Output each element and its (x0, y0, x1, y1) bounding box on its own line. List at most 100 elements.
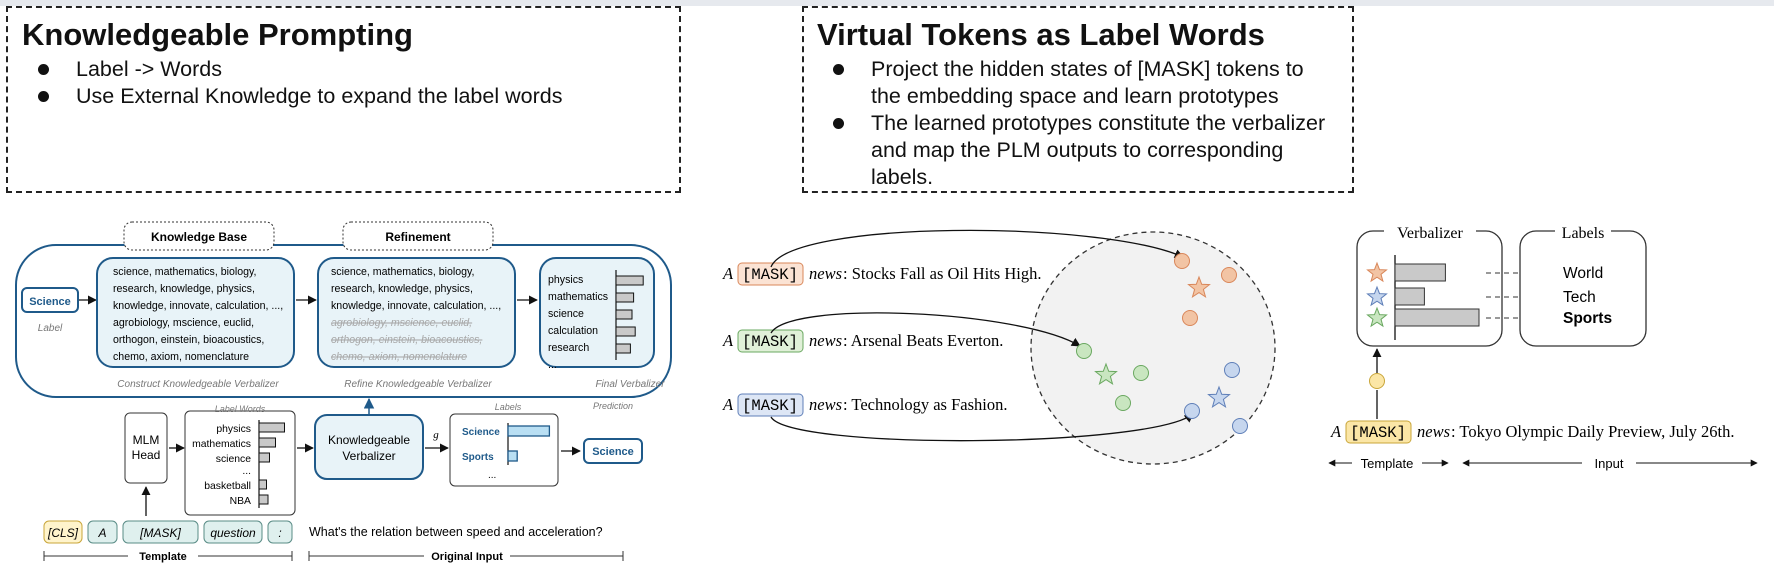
construct-word-line: research, knowledge, physics, (113, 283, 255, 295)
green-cluster (1076, 343, 1149, 411)
kpt-template-caption: Template (139, 551, 186, 563)
kpt-input-text: What's the relation between speed and ac… (309, 525, 603, 539)
label-word-bar (258, 422, 285, 433)
label-word: science (216, 454, 251, 465)
labels-box (449, 413, 559, 487)
final-word: ... (548, 359, 557, 371)
knowledgeable-prompting-bullets: Label -> Words Use External Knowledge to… (22, 56, 679, 110)
label-caption: Label (38, 323, 63, 334)
verbalizer-bar (1394, 263, 1446, 282)
final-bar (615, 275, 644, 286)
label-words-box (184, 410, 296, 516)
mlm-head-box (124, 412, 168, 484)
construct-word-line: knowledge, innovate, calculation, ..., (113, 300, 283, 312)
bullet-icon (833, 64, 844, 75)
template-token: question (210, 526, 256, 540)
knowledgeable-verbalizer-box (314, 414, 424, 480)
mask-token-box (737, 262, 804, 286)
labels-title-gap (1555, 222, 1611, 240)
blue-point (1184, 403, 1200, 419)
mask-token-box (1345, 420, 1412, 444)
mask-token: [MASK] (742, 333, 798, 351)
mlm-head-label: Head (132, 448, 161, 462)
bullet-item: Use External Knowledge to expand the lab… (22, 83, 679, 110)
knowledge-base-box (123, 221, 275, 251)
construct-word-line: agrobiology, mscience, euclid, (113, 317, 254, 329)
labels-caption: Labels (495, 402, 522, 412)
template-tokens: [CLS]A[MASK]question: (43, 520, 293, 544)
sentence-text: : Arsenal Beats Everton. (843, 331, 1003, 350)
brace-gap (424, 549, 510, 563)
label-word-bar (258, 437, 276, 448)
blue-point (1232, 418, 1248, 434)
label-word: physics (216, 424, 251, 435)
mask-token: [MASK] (1350, 424, 1406, 442)
span-gap (1352, 455, 1422, 471)
sentence-article: A (722, 264, 734, 283)
query-point (1369, 373, 1385, 389)
blue-point (1224, 362, 1240, 378)
refine-caption: Refine Knowledgeable Verbalizer (344, 379, 492, 390)
final-word: science (548, 308, 584, 320)
green-point (1115, 395, 1131, 411)
arrow (770, 413, 1194, 442)
green-point (1076, 343, 1092, 359)
refinement-label: Refinement (385, 230, 450, 244)
refine-struck-line: agrobiology, mscience, euclid, (331, 317, 472, 329)
kpt-label-bar (507, 425, 551, 437)
mask-token-box (737, 393, 804, 417)
sentence-article: A (722, 395, 734, 414)
sentence-article: A (722, 331, 734, 350)
refine-word-line: science, mathematics, biology, (331, 266, 474, 278)
final-words: physicsmathematicssciencecalculationrese… (548, 270, 644, 371)
final-word: physics (548, 274, 583, 286)
prediction-caption: Prediction (593, 401, 633, 411)
verbalizer-title-gap (1384, 222, 1476, 240)
construct-word-line: orthogon, einstein, bioacoustics, (113, 334, 264, 346)
kpt-label-bar (507, 450, 518, 462)
top-band (0, 0, 1774, 6)
refinement-box (342, 221, 494, 251)
virtual-tokens-bullets: Project the hidden states of [MASK] toke… (817, 56, 1352, 191)
kv-label: Verbalizer (342, 449, 395, 463)
prediction-chip (583, 438, 643, 464)
proto-template-caption: Template (1361, 456, 1414, 471)
final-word: research (548, 342, 589, 354)
orange-point (1174, 253, 1190, 269)
prediction-label: Science (592, 446, 634, 458)
sentence-news: news (809, 331, 842, 350)
sentence-news: news (809, 264, 842, 283)
arrow (770, 312, 1081, 347)
template-token-box (203, 520, 263, 544)
sentence-news: news (1417, 422, 1450, 441)
final-bar (615, 326, 636, 337)
orange-point (1221, 267, 1237, 283)
knowledgeable-prompting-box: Knowledgeable Prompting Label -> Words U… (6, 6, 681, 193)
blue-cluster (1184, 362, 1248, 434)
orange-point (1182, 310, 1198, 326)
final-caption: Final Verbalizer (595, 379, 665, 390)
final-bar (615, 309, 633, 320)
knowledge-base-label: Knowledge Base (151, 230, 247, 244)
mask-token: [MASK] (742, 266, 798, 284)
proto-label: World (1563, 265, 1603, 282)
arrow (770, 229, 1184, 268)
final-bar (615, 343, 631, 354)
virtual-tokens-box: Virtual Tokens as Label Words Project th… (802, 6, 1354, 193)
kpt-original-input-caption: Original Input (431, 551, 503, 563)
orange-prototype-star-icon (1187, 275, 1211, 299)
kpt-diagram: Knowledge Base Refinement Science Label … (15, 221, 672, 563)
verbalizer-star-icon (1366, 306, 1388, 328)
kpt-label: ... (488, 470, 496, 481)
label-word: ... (242, 466, 251, 477)
verbalizer-star-icon (1366, 285, 1388, 307)
label-word: NBA (230, 496, 251, 507)
final-bar (615, 292, 635, 303)
verbalizer-rows (1366, 261, 1556, 328)
bullet-icon (38, 91, 49, 102)
construct-word-line: chemo, axiom, nomenclature (113, 351, 249, 363)
proto-labels-title: Labels (1562, 225, 1605, 242)
template-token-box (43, 520, 83, 544)
prototype-diagram: A[MASK]news: Stocks Fall as Oil Hits Hig… (722, 222, 1758, 471)
